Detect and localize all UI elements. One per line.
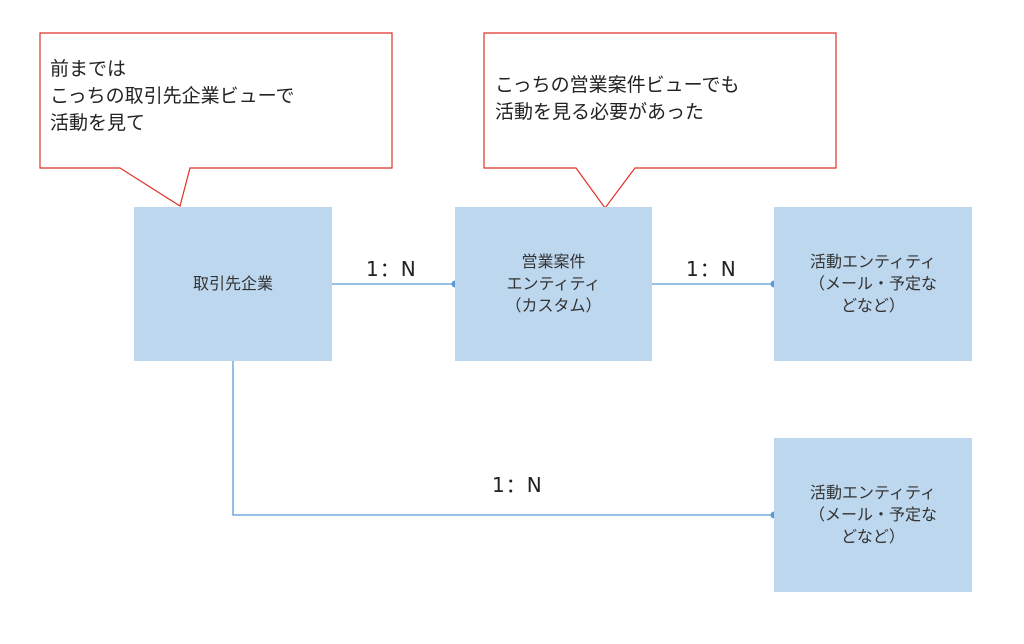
entity-opportunity[interactable]: 営業案件 エンティティ （カスタム） (455, 207, 652, 361)
relation-label-account-opportunity: 1：N (366, 257, 417, 281)
callout-left-shape (39, 32, 393, 207)
relation-label-opportunity-activity: 1：N (686, 257, 737, 281)
entity-activity-bottom[interactable]: 活動エンティティ （メール・予定な どなど） (774, 438, 972, 592)
callout-middle-shape (483, 32, 837, 210)
entity-activity-top[interactable]: 活動エンティティ （メール・予定な どなど） (774, 207, 972, 361)
connector-account-activity (232, 361, 774, 516)
callout-middle-text: こっちの営業案件ビューでも 活動を見る必要があった (495, 74, 740, 123)
callout-left-text: 前までは こっちの取引先企業ビューで 活動を見て (50, 58, 295, 134)
entity-account[interactable]: 取引先企業 (134, 207, 332, 361)
relation-label-account-activity: 1：N (492, 473, 543, 497)
